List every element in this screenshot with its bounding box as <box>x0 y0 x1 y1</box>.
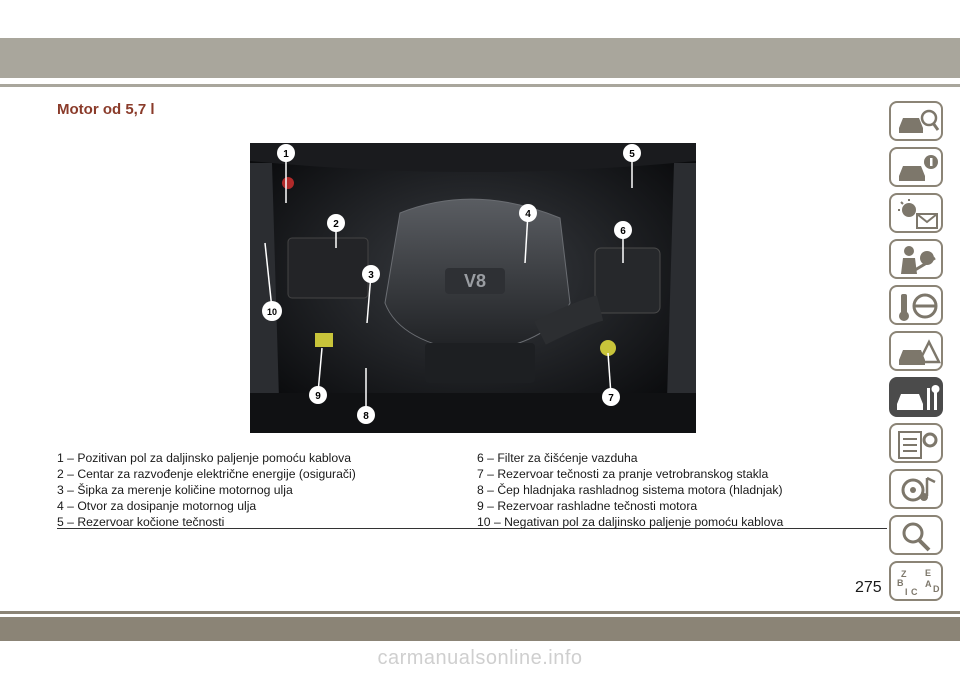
car-hazard-icon <box>899 339 941 365</box>
legend-rule <box>57 528 887 529</box>
tab-car-service[interactable] <box>889 377 943 417</box>
specifications-gear-icon <box>898 431 938 459</box>
steering-wheel-key-icon <box>899 293 938 321</box>
tab-search[interactable] <box>889 515 943 555</box>
callout-6: 6 <box>614 221 632 239</box>
callout-9-label: 9 <box>315 391 321 402</box>
legend-item-4: 4 – Otvor za dosipanje motornog ulja <box>57 499 257 513</box>
legend-item-8: 8 – Čep hladnjaka rashladnog sistema mot… <box>477 483 783 497</box>
tab-specifications[interactable] <box>889 423 943 463</box>
multimedia-music-icon <box>901 476 936 502</box>
callout-8: 8 <box>357 406 375 424</box>
footer-rule <box>0 611 960 614</box>
section-title: Motor od 5,7 l <box>57 101 155 118</box>
legend-item-10: 10 – Negativan pol za daljinsko paljenje… <box>477 515 784 529</box>
callout-2: 2 <box>327 214 345 232</box>
legend-item-5: 5 – Rezervoar kočione tečnosti <box>57 515 225 529</box>
callout-6-label: 6 <box>620 226 626 237</box>
svg-text:Z: Z <box>901 569 907 579</box>
callout-4-label: 4 <box>525 209 531 220</box>
svg-text:E: E <box>925 568 931 578</box>
legend-right-column: 6 – Filter za čišćenje vazduha 7 – Rezer… <box>477 450 887 530</box>
tab-car-info[interactable] <box>889 147 943 187</box>
legend-item-9: 9 – Rezervoar rashladne tečnosti motora <box>477 499 698 513</box>
callout-1-label: 1 <box>283 149 289 160</box>
car-info-icon <box>899 155 938 181</box>
callout-5: 5 <box>623 144 641 162</box>
callout-9: 9 <box>309 386 327 404</box>
legend-item-2: 2 – Centar za razvođenje električne ener… <box>57 467 356 481</box>
callout-5-label: 5 <box>629 149 635 160</box>
legend-item-3: 3 – Šipka za merenje količine motornog u… <box>57 483 293 497</box>
header-rule <box>0 84 960 87</box>
car-service-tools-icon <box>897 385 940 410</box>
search-magnifier-icon <box>902 522 931 552</box>
svg-text:C: C <box>911 587 918 597</box>
legend-item-7: 7 – Rezervoar tečnosti za pranje vetrobr… <box>477 467 769 481</box>
callout-7: 7 <box>602 388 620 406</box>
callout-10-label: 10 <box>267 307 277 317</box>
callout-7-label: 7 <box>608 393 614 404</box>
svg-text:D: D <box>933 584 940 594</box>
page-number: 275 <box>855 579 882 596</box>
warning-light-message-icon <box>898 199 938 229</box>
tab-airbag-seat[interactable] <box>889 239 943 279</box>
svg-text:A: A <box>925 579 932 589</box>
airbag-seat-icon <box>901 246 936 274</box>
footer-band <box>0 617 960 641</box>
callout-8-label: 8 <box>363 411 369 422</box>
callout-4: 4 <box>519 204 537 222</box>
engine-bay-photo: V8 1 <box>250 143 696 433</box>
tab-car-hazard[interactable] <box>889 331 943 371</box>
engine-badge-text: V8 <box>464 271 486 291</box>
legend-left-column: 1 – Pozitivan pol za daljinsko paljenje … <box>57 450 467 530</box>
legend-item-1: 1 – Pozitivan pol za daljinsko paljenje … <box>57 451 352 465</box>
callout-2-label: 2 <box>333 219 339 230</box>
engine-photo-illustration: V8 1 <box>250 143 696 433</box>
callout-3: 3 <box>362 265 380 283</box>
tab-steering-key[interactable] <box>889 285 943 325</box>
watermark: carmanualsonline.info <box>377 647 583 669</box>
callout-10: 10 <box>262 301 282 321</box>
car-search-icon <box>899 109 940 133</box>
callout-markers: 1 2 3 4 5 6 7 <box>262 144 641 424</box>
tab-warning-lights[interactable] <box>889 193 943 233</box>
header-band <box>0 38 960 78</box>
legend-item-6: 6 – Filter za čišćenje vazduha <box>477 451 638 465</box>
svg-text:B: B <box>897 578 904 588</box>
callout-1: 1 <box>277 144 295 162</box>
svg-text:I: I <box>905 587 908 597</box>
tab-car-search[interactable] <box>889 101 943 141</box>
tab-multimedia[interactable] <box>889 469 943 509</box>
callout-3-label: 3 <box>368 270 374 281</box>
